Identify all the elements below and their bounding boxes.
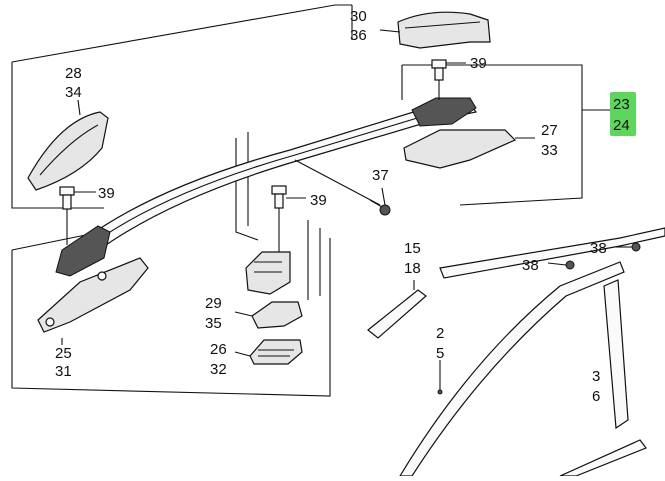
label-18: 18 bbox=[404, 260, 421, 277]
part-bracket-middle bbox=[245, 251, 291, 295]
label-39-middle: 39 bbox=[310, 192, 327, 209]
label-38-right: 38 bbox=[590, 240, 607, 257]
label-39-right: 39 bbox=[470, 55, 487, 72]
bolt-39-left bbox=[59, 186, 96, 245]
part-clip-29-35 bbox=[234, 301, 303, 329]
label-2: 2 bbox=[436, 325, 444, 342]
screw-37 bbox=[294, 159, 391, 216]
label-34: 34 bbox=[65, 84, 82, 101]
label-37: 37 bbox=[372, 167, 389, 184]
label-28: 28 bbox=[65, 65, 82, 82]
label-23: 23 bbox=[613, 96, 630, 113]
label-26: 26 bbox=[210, 341, 227, 358]
label-38-left: 38 bbox=[522, 257, 539, 274]
bolt-39-right bbox=[431, 59, 466, 100]
part-end-cover-28-34 bbox=[27, 99, 109, 191]
label-5: 5 bbox=[436, 345, 444, 362]
roof-rail bbox=[85, 103, 478, 253]
label-39-left: 39 bbox=[98, 185, 115, 202]
label-35: 35 bbox=[205, 315, 222, 332]
label-33: 33 bbox=[541, 142, 558, 159]
label-30: 30 bbox=[350, 8, 367, 25]
label-24: 24 bbox=[613, 117, 630, 134]
bolt-39-middle bbox=[271, 185, 306, 262]
label-15: 15 bbox=[404, 240, 421, 257]
label-31: 31 bbox=[55, 363, 72, 380]
part-rail-base-25-31 bbox=[37, 225, 149, 345]
part-moulding-15-18 bbox=[367, 280, 427, 339]
callout-numbers: 30 36 28 34 39 39 39 23 24 27 33 37 15 1… bbox=[55, 8, 630, 405]
label-6: 6 bbox=[592, 388, 600, 405]
label-36: 36 bbox=[350, 27, 367, 44]
label-25: 25 bbox=[55, 345, 72, 362]
label-3: 3 bbox=[592, 368, 600, 385]
part-pillar-trim-3-6 bbox=[547, 242, 647, 477]
label-29: 29 bbox=[205, 295, 222, 312]
part-pad-26-32 bbox=[234, 339, 303, 365]
label-32: 32 bbox=[210, 361, 227, 378]
label-highlight-23-24 bbox=[610, 92, 636, 136]
part-rail-base-27-33 bbox=[403, 97, 535, 169]
label-27: 27 bbox=[541, 122, 558, 139]
part-door-trim-2-5 bbox=[398, 227, 665, 477]
part-cap-30-36 bbox=[379, 11, 491, 49]
